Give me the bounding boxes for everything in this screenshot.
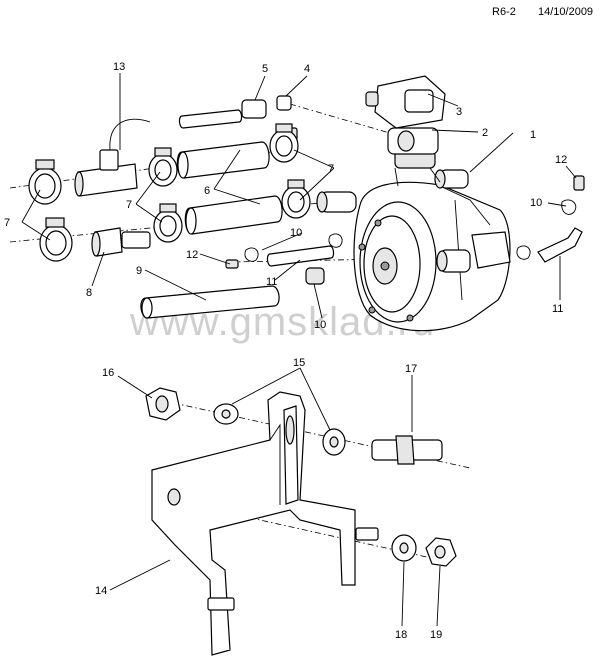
callout-3: 3 xyxy=(456,106,462,118)
regulator-body xyxy=(316,169,511,332)
callout-10a: 10 xyxy=(530,197,542,209)
callout-12a: 12 xyxy=(555,154,567,166)
callout-15: 15 xyxy=(293,357,305,369)
solenoid-valve xyxy=(365,75,446,187)
page-code: R6-2 xyxy=(492,6,516,18)
callout-7a: 7 xyxy=(328,163,334,175)
callout-2: 2 xyxy=(482,127,488,139)
mounting-bracket xyxy=(151,391,379,656)
page-date: 14/10/2009 xyxy=(538,6,594,18)
callout-11b: 11 xyxy=(552,303,563,315)
callout-7b: 7 xyxy=(4,217,10,229)
callout-6: 6 xyxy=(204,185,210,197)
callout-18: 18 xyxy=(395,629,407,641)
callout-10b: 10 xyxy=(290,227,302,239)
hose-clamps xyxy=(28,123,311,262)
hose-assembly xyxy=(74,95,585,319)
callout-8: 8 xyxy=(86,287,92,299)
fasteners xyxy=(145,387,457,567)
callout-10c: 10 xyxy=(314,319,326,331)
callout-9: 9 xyxy=(136,265,142,277)
callout-14: 14 xyxy=(95,585,107,597)
leader-lines xyxy=(21,73,577,627)
callout-7c: 7 xyxy=(126,199,132,211)
callout-1: 1 xyxy=(530,129,536,141)
callout-13: 13 xyxy=(113,61,125,73)
callout-4: 4 xyxy=(304,63,310,75)
callout-19: 19 xyxy=(430,629,442,641)
callout-11a: 11 xyxy=(266,276,277,288)
callout-12b: 12 xyxy=(186,249,198,261)
callout-5: 5 xyxy=(262,63,268,75)
callout-17: 17 xyxy=(405,363,417,375)
callout-labels: 1 2 3 4 5 6 7 7 7 8 9 10 10 10 11 11 12 … xyxy=(4,61,567,641)
callout-16: 16 xyxy=(102,367,114,379)
